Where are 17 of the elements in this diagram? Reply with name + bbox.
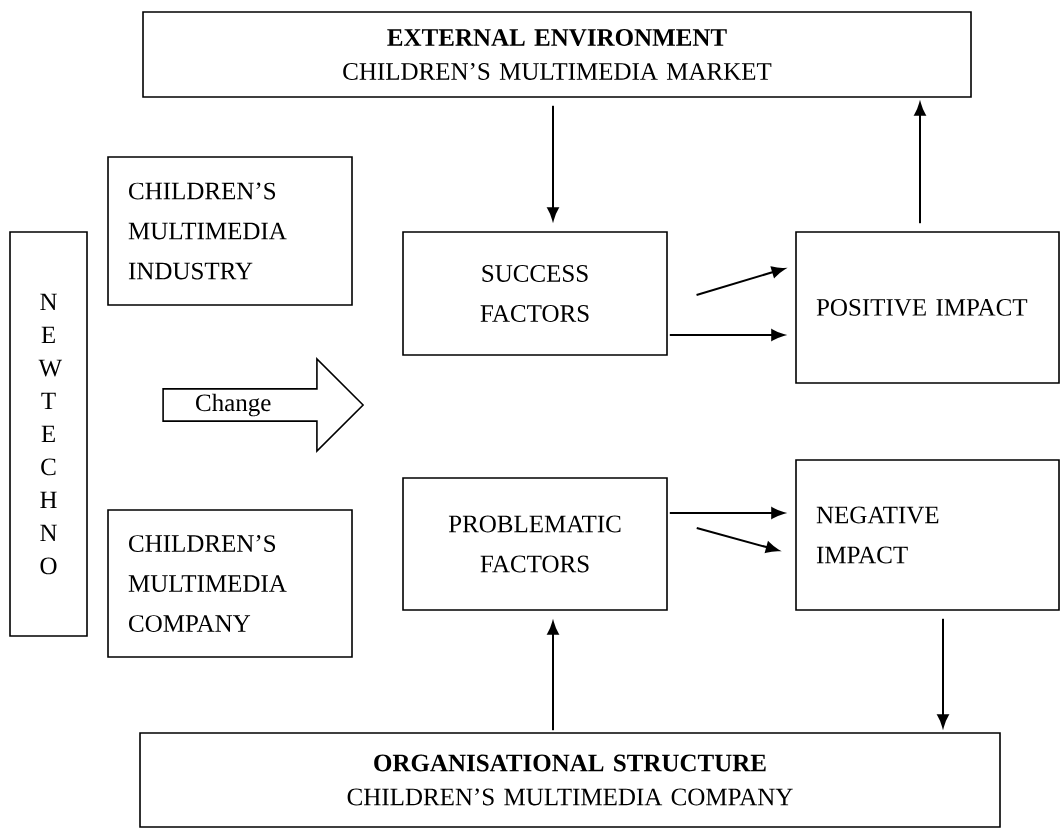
environment-banner: EXTERNAL ENVIRONMENT CHILDREN’S MULTIMEDIA MARKET (142, 11, 972, 98)
arrow (937, 617, 949, 728)
text-box: CHILDREN’S MULTIMEDIA INDUSTRY (107, 156, 353, 306)
arrow (695, 526, 779, 553)
impact-box: NEGATIVE IMPACT (795, 459, 1060, 611)
arrow (695, 266, 785, 296)
factor-box: PROBLEMATIC FACTORS (402, 477, 668, 611)
arrow (547, 621, 559, 732)
arrow (914, 102, 926, 225)
factor-box: SUCCESS FACTORS (402, 231, 668, 356)
structure-banner: ORGANISATIONAL STRUCTURE CHILDREN’S MULTIMEDIA COMPANY (139, 732, 1001, 828)
impact-box: POSITIVE IMPACT (795, 231, 1060, 384)
vertical-text-box: N E W T E C H N O (9, 231, 88, 637)
arrow (668, 507, 785, 519)
text-box: CHILDREN’S MULTIMEDIA COMPANY (107, 509, 353, 658)
arrow (547, 104, 559, 221)
arrow (668, 329, 785, 341)
